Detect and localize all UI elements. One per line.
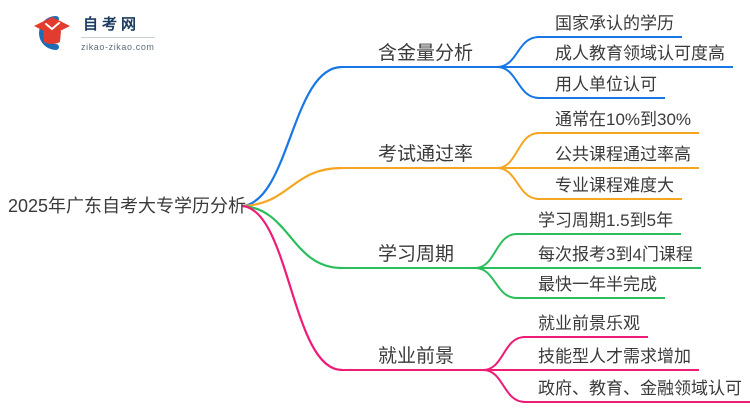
leaf-node: 每次报考3到4门课程: [475, 244, 701, 269]
leaf-node: 最快一年半完成: [515, 274, 665, 299]
branch-curve-hanjinliang: [241, 65, 344, 208]
branch-curve-tongguolv: [241, 166, 344, 208]
leaf-node: 国家承认的学历: [537, 13, 682, 38]
branch-label-zhouqi: 学习周期: [340, 244, 475, 269]
leaf-node: 通常在10%到30%: [537, 109, 700, 134]
logo: 自考网 zikao-zikao.com: [28, 12, 155, 54]
branch-curve-zhouqi: [241, 204, 344, 270]
branch-curve-jiuye: [241, 204, 344, 372]
leaf-curve: [496, 167, 540, 200]
branch-label-hanjinliang: 含金量分析: [340, 43, 497, 68]
leaf-node: 成人教育领域认可度高: [497, 43, 733, 68]
central-topic: 2025年广东自考大专学历分析: [8, 196, 247, 216]
leaf-curve: [474, 267, 518, 299]
leaf-node: 技能型人才需求增加: [483, 346, 699, 371]
graduation-cap-with-blue-crescent-icon: [34, 16, 70, 50]
logo-domain: zikao-zikao.com: [81, 41, 155, 52]
cap-check-mark: [45, 22, 60, 31]
leaf-node: 政府、教育、金融领域认可: [523, 378, 750, 403]
main-branch-curves: [241, 65, 344, 372]
branch-label-jiuye: 就业前景: [340, 346, 483, 371]
cap-base: [43, 31, 61, 44]
leaf-node: 公共课程通过率高: [497, 144, 699, 169]
leaf-node: 学习周期1.5到5年: [515, 210, 682, 235]
leaf-curve: [496, 66, 540, 99]
cap-top: [34, 17, 70, 35]
leaf-curve: [482, 369, 526, 403]
logo-text: 自考网 zikao-zikao.com: [81, 14, 155, 53]
branch-label-tongguolv: 考试通过率: [340, 144, 497, 169]
leaf-node: 专业课程难度大: [537, 175, 682, 200]
logo-title: 自考网: [83, 15, 141, 33]
leaf-node: 用人单位认可: [537, 74, 665, 99]
leaf-node: 就业前景乐观: [523, 313, 648, 338]
logo-divider: [81, 36, 155, 38]
